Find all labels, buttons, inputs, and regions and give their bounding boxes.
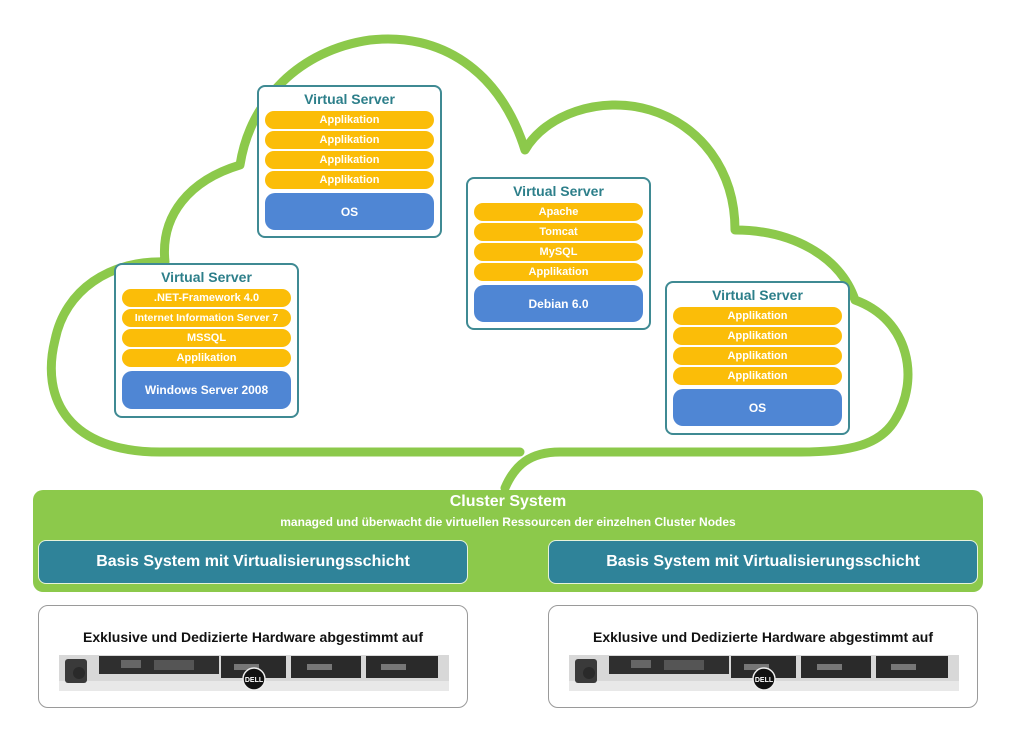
os-layer: Windows Server 2008 [122, 371, 291, 409]
virtual-server-box: Virtual Server .NET-Framework 4.0 Intern… [114, 263, 299, 418]
software-layer: .NET-Framework 4.0 [122, 289, 291, 307]
software-layer: Applikation [673, 327, 842, 345]
virtual-server-box: Virtual Server Apache Tomcat MySQL Appli… [466, 177, 651, 330]
hardware-box-left: Exklusive und Dedizierte Hardware abgest… [38, 605, 468, 708]
software-layer: Applikation [265, 171, 434, 189]
hardware-label: Exklusive und Dedizierte Hardware abgest… [593, 629, 933, 645]
virtual-server-title: Virtual Server [513, 183, 604, 199]
software-layer: Applikation [265, 111, 434, 129]
os-layer: OS [673, 389, 842, 426]
software-layer: Applikation [474, 263, 643, 281]
software-layer: Applikation [122, 349, 291, 367]
virtual-server-title: Virtual Server [161, 269, 252, 285]
virtual-server-box: Virtual Server Applikation Applikation A… [665, 281, 850, 435]
dell-logo: DELL [245, 677, 264, 684]
software-layer: MySQL [474, 243, 643, 261]
dell-server-icon: DELL [569, 655, 959, 691]
cluster-system-panel: Cluster System managed und überwacht die… [33, 490, 983, 592]
cluster-subtitle: managed und überwacht die virtuellen Res… [280, 515, 736, 529]
software-layer: Applikation [265, 151, 434, 169]
virtual-server-box: Virtual Server Applikation Applikation A… [257, 85, 442, 238]
dell-server-icon: DELL [59, 655, 449, 691]
basis-system-right: Basis System mit Virtualisierungsschicht [548, 540, 978, 584]
cluster-title: Cluster System [449, 493, 567, 510]
software-layer: Apache [474, 203, 643, 221]
software-layer: Internet Information Server 7 [122, 309, 291, 327]
virtual-server-title: Virtual Server [304, 91, 395, 107]
software-layer: Tomcat [474, 223, 643, 241]
software-layer: Applikation [673, 367, 842, 385]
dell-logo: DELL [755, 677, 774, 684]
virtual-server-title: Virtual Server [712, 287, 803, 303]
hardware-box-right: Exklusive und Dedizierte Hardware abgest… [548, 605, 978, 708]
os-layer: OS [265, 193, 434, 230]
software-layer: Applikation [673, 307, 842, 325]
os-layer: Debian 6.0 [474, 285, 643, 322]
software-layer: Applikation [265, 131, 434, 149]
software-layer: MSSQL [122, 329, 291, 347]
basis-system-left: Basis System mit Virtualisierungsschicht [38, 540, 468, 584]
hardware-label: Exklusive und Dedizierte Hardware abgest… [83, 629, 423, 645]
software-layer: Applikation [673, 347, 842, 365]
